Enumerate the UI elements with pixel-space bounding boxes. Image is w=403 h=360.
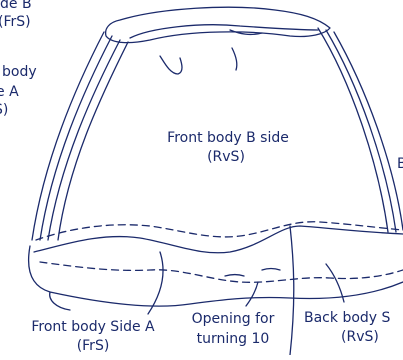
label-opening-line2: turning 10: [197, 331, 270, 347]
crease-mark: [262, 269, 280, 271]
label-opening-line1: Opening for: [192, 311, 275, 327]
label-front-body-side-a-line1: Front body Side A: [31, 319, 155, 335]
left-seam-line: [58, 42, 128, 240]
label-center-line2: (RvS): [207, 149, 245, 165]
label-back-body-line1: Back body S: [304, 310, 391, 326]
label-top-left-partial-line2: (FrS): [0, 14, 31, 30]
bottom-inner-edge: [34, 226, 403, 253]
leader-vertical: [290, 226, 294, 355]
right-seam-line: [334, 32, 403, 230]
label-front-body-side-a-line2: (FrS): [77, 338, 110, 354]
top-gather-fold: [160, 56, 182, 74]
crease-mark: [225, 275, 244, 277]
top-gather-fold: [232, 48, 237, 70]
label-left-partial-line2: e A: [0, 84, 19, 100]
leader-back-body: [326, 264, 344, 302]
stitch-line-upper: [36, 222, 403, 240]
label-right-edge-partial: B: [397, 156, 403, 172]
bottom-outer-edge: [29, 246, 403, 306]
leader-opening: [246, 282, 258, 306]
leader-front-body-side-a: [148, 252, 163, 314]
stitch-line-lower: [40, 262, 403, 282]
right-seam-line: [326, 30, 396, 232]
label-left-partial-line3: S): [0, 102, 8, 118]
label-left-partial-line1: body: [2, 64, 37, 80]
label-center-line1: Front body B side: [167, 130, 289, 146]
label-back-body-line2: (RvS): [341, 329, 379, 345]
label-top-left-partial-line1: de B: [0, 0, 32, 12]
